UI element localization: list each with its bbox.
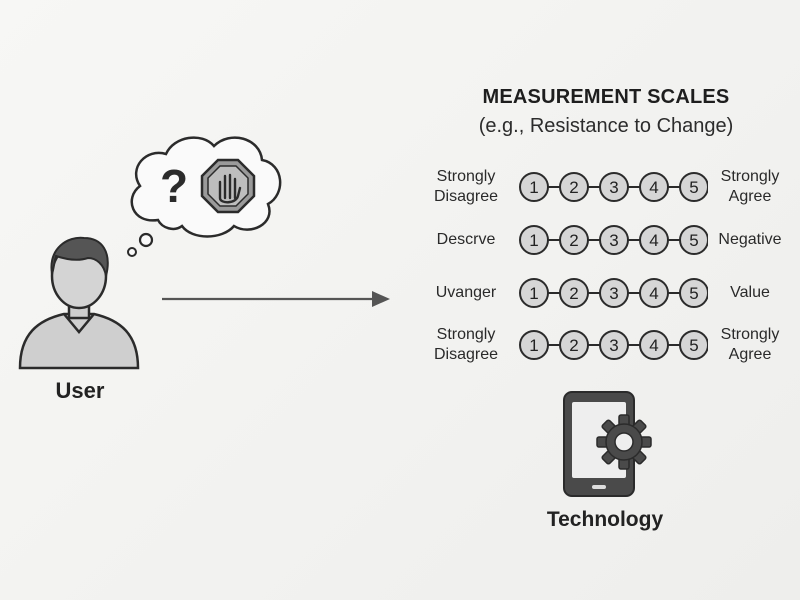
gear-icon <box>596 414 652 470</box>
scale-track: 1 2 3 4 5 <box>519 225 708 255</box>
scale-left-label: Strongly Disagree <box>433 168 499 205</box>
stop-hand-icon <box>200 158 256 214</box>
scale-point[interactable]: 1 <box>519 172 549 202</box>
scale-point-circle[interactable] <box>639 172 669 202</box>
thought-bubble: ? <box>127 136 282 257</box>
scale-point-circle[interactable] <box>599 330 629 360</box>
scale-row: Strongly Disagree 1 2 3 4 5 Strongly Agree <box>420 165 792 209</box>
scale-point-number: 3 <box>609 284 618 303</box>
scale-point-number: 5 <box>689 284 698 303</box>
scale-right-label: Value <box>730 284 770 301</box>
scale-point-number: 4 <box>649 284 658 303</box>
scale-point-number: 3 <box>609 336 618 355</box>
scale-right-label: Negative <box>718 231 782 248</box>
scale-point-circle[interactable] <box>519 278 549 308</box>
scale-point-number: 4 <box>649 178 658 197</box>
scale-point-circle[interactable] <box>679 225 708 255</box>
scales-subtitle: (e.g., Resistance to Change) <box>478 115 734 137</box>
scale-point-circle[interactable] <box>639 330 669 360</box>
flow-arrow <box>162 291 390 307</box>
scale-point-circle[interactable] <box>559 330 589 360</box>
scale-point-circle[interactable] <box>519 225 549 255</box>
scale-point-circle[interactable] <box>519 172 549 202</box>
scale-right-label: Strongly Agree <box>720 326 780 363</box>
scale-point[interactable]: 4 <box>639 330 669 360</box>
scale-point[interactable]: 2 <box>559 278 589 308</box>
scale-point-number: 2 <box>569 178 578 197</box>
scale-point[interactable]: 4 <box>639 225 669 255</box>
scale-left-label: Uvanger <box>435 284 497 301</box>
scale-point-number: 2 <box>569 231 578 250</box>
scale-point[interactable]: 2 <box>559 225 589 255</box>
scale-point-number: 2 <box>569 284 578 303</box>
scale-left-label: Descrve <box>436 231 496 248</box>
tablet-gear-icon <box>563 391 652 497</box>
scale-point[interactable]: 2 <box>559 330 589 360</box>
scale-track: 1 2 3 4 5 <box>519 172 708 202</box>
scale-point-number: 4 <box>649 231 658 250</box>
scale-point-number: 1 <box>529 231 538 250</box>
user-icon <box>18 236 140 370</box>
scale-point[interactable]: 5 <box>679 278 708 308</box>
scale-point-number: 5 <box>689 336 698 355</box>
scale-point[interactable]: 3 <box>599 278 629 308</box>
scale-point[interactable]: 3 <box>599 225 629 255</box>
scale-point-circle[interactable] <box>599 225 629 255</box>
question-mark-icon: ? <box>160 160 188 212</box>
scale-point-circle[interactable] <box>679 172 708 202</box>
scale-track: 1 2 3 4 5 <box>519 278 708 308</box>
scale-point-number: 1 <box>529 178 538 197</box>
scale-row: Uvanger 1 2 3 4 5 Value <box>420 271 792 315</box>
scale-row: Strongly Disagree 1 2 3 4 5 Strongly Agree <box>420 323 792 367</box>
scale-point-number: 3 <box>609 231 618 250</box>
scale-point[interactable]: 5 <box>679 172 708 202</box>
scale-point-circle[interactable] <box>559 278 589 308</box>
scale-point-circle[interactable] <box>559 172 589 202</box>
scale-point[interactable]: 2 <box>559 172 589 202</box>
scales-title: MEASUREMENT SCALES <box>482 86 730 108</box>
scale-point-number: 1 <box>529 336 538 355</box>
technology-label: Technology <box>546 508 664 531</box>
scale-point-circle[interactable] <box>639 225 669 255</box>
scale-point[interactable]: 1 <box>519 225 549 255</box>
scale-point[interactable]: 5 <box>679 225 708 255</box>
scale-left-label: Strongly Disagree <box>433 326 499 363</box>
scale-point[interactable]: 4 <box>639 278 669 308</box>
scale-right-label: Strongly Agree <box>720 168 780 205</box>
scale-point-number: 2 <box>569 336 578 355</box>
scale-track: 1 2 3 4 5 <box>519 330 708 360</box>
scale-point-circle[interactable] <box>679 278 708 308</box>
scale-point[interactable]: 4 <box>639 172 669 202</box>
scale-point-number: 5 <box>689 231 698 250</box>
scale-row: Descrve 1 2 3 4 5 Negative <box>420 218 792 262</box>
scale-point[interactable]: 5 <box>679 330 708 360</box>
scale-point-number: 4 <box>649 336 658 355</box>
scale-point-number: 5 <box>689 178 698 197</box>
scale-point-number: 1 <box>529 284 538 303</box>
scale-point-circle[interactable] <box>559 225 589 255</box>
scale-point[interactable]: 1 <box>519 278 549 308</box>
scale-point[interactable]: 3 <box>599 330 629 360</box>
scale-point-circle[interactable] <box>679 330 708 360</box>
question-mark: ? <box>160 160 188 212</box>
scale-point-circle[interactable] <box>519 330 549 360</box>
scale-point-number: 3 <box>609 178 618 197</box>
scale-point-circle[interactable] <box>639 278 669 308</box>
scale-point-circle[interactable] <box>599 172 629 202</box>
scale-point-circle[interactable] <box>599 278 629 308</box>
scale-point[interactable]: 1 <box>519 330 549 360</box>
scale-point[interactable]: 3 <box>599 172 629 202</box>
user-label: User <box>55 378 105 403</box>
